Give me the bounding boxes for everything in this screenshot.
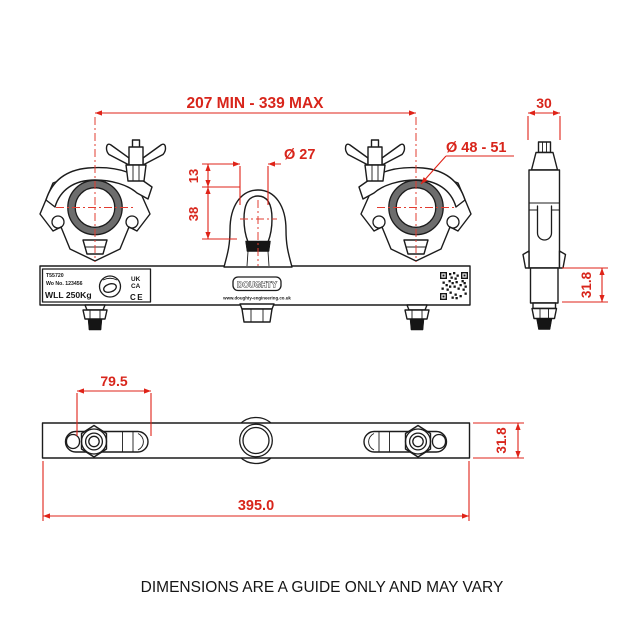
side-threaded-stud bbox=[536, 318, 553, 330]
works-order-number: Wo No. 123456 bbox=[46, 281, 83, 287]
ukca-mark-top: UK bbox=[131, 276, 141, 283]
dim-eye-dia-label: Ø 27 bbox=[284, 147, 315, 163]
side-bolt-cap bbox=[537, 141, 552, 154]
plan-center-hole-outer bbox=[239, 423, 273, 458]
dim-plan-width-label: 31.8 bbox=[494, 427, 509, 454]
wll-rating: WLL 250Kg bbox=[45, 290, 92, 300]
left-half-coupler-clamp bbox=[40, 140, 165, 261]
dim-slot-label: 79.5 bbox=[100, 373, 127, 389]
center-eye-nut bbox=[239, 303, 275, 323]
footer-disclaimer: DIMENSIONS ARE A GUIDE ONLY AND MAY VARY bbox=[141, 579, 504, 596]
left-fixing-bolt bbox=[82, 304, 108, 331]
doughty-roundel-logo bbox=[98, 275, 122, 298]
brand-logo: DOUGHTY www.doughty-engineering.co.uk bbox=[222, 276, 291, 301]
side-clamp-body bbox=[528, 169, 561, 269]
front-view: T55720 Wo No. 123456 WLL 250Kg UK CA CE … bbox=[39, 140, 471, 331]
part-number: T55720 bbox=[46, 273, 64, 279]
right-half-coupler-clamp bbox=[346, 140, 471, 261]
side-jaw-slot bbox=[536, 205, 553, 241]
side-view bbox=[522, 141, 567, 330]
brand-website: www.doughty-engineering.co.uk bbox=[222, 296, 291, 301]
brand-logo-text: DOUGHTY bbox=[237, 281, 278, 290]
plan-view bbox=[41, 416, 471, 465]
ukca-mark-bottom: CA bbox=[131, 283, 141, 290]
eye-clamp-nut bbox=[245, 240, 271, 252]
dim-38-label: 38 bbox=[186, 207, 201, 221]
front-bar bbox=[39, 265, 471, 306]
ce-mark: CE bbox=[130, 293, 144, 302]
qr-code bbox=[440, 272, 468, 300]
dim-side-depth-label: 31.8 bbox=[579, 271, 594, 298]
dim-tube-dia-label: Ø 48 - 51 bbox=[446, 140, 506, 156]
side-bar-section bbox=[529, 267, 559, 304]
label-plate: T55720 Wo No. 123456 WLL 250Kg UK CA CE bbox=[41, 268, 152, 303]
dim-span-label: 207 MIN - 339 MAX bbox=[187, 95, 325, 112]
dim-30-label: 30 bbox=[536, 95, 552, 111]
plan-center-hole-inner bbox=[242, 426, 270, 455]
right-fixing-bolt bbox=[404, 304, 430, 331]
dim-length-label: 395.0 bbox=[238, 498, 274, 514]
dim-13-label: 13 bbox=[186, 169, 201, 183]
dimension-annotations: 207 MIN - 339 MAX Ø 27 13 38 Ø 48 - 51 3… bbox=[42, 95, 608, 521]
